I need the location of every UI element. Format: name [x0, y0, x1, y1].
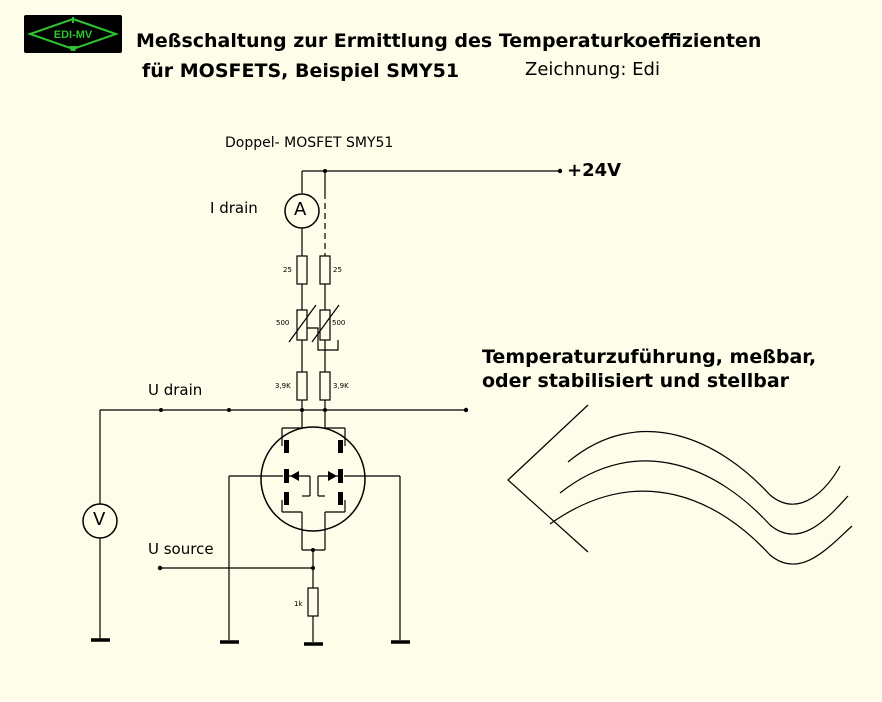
wave-1 [567, 430, 841, 505]
logo-text: EDI-MV [54, 29, 93, 41]
arrow-right [328, 471, 337, 481]
pot-left-label: 500 [276, 319, 290, 327]
logo-graphic: EDI-MV [26, 17, 120, 51]
r1k-label: 1k [294, 600, 303, 608]
component-label: Doppel- MOSFET SMY51 [225, 135, 394, 151]
resistor-25-left [296, 255, 308, 285]
ammeter-label: A [294, 199, 307, 220]
u-drain-label: U drain [148, 381, 203, 399]
heat-waves [507, 404, 853, 565]
drawing-credit: Zeichnung: Edi [525, 59, 660, 80]
page-title: Meßschaltung zur Ermittlung des Temperat… [136, 30, 762, 52]
r25-right-label: 25 [333, 266, 342, 274]
r39k-right-label: 3,9K [333, 382, 349, 390]
r25-left-label: 25 [283, 266, 292, 274]
pot-right-label: 500 [332, 319, 346, 327]
junction-dots [157, 168, 563, 571]
pot-wiper-left [288, 304, 317, 343]
edi-mv-logo: EDI-MV [24, 15, 122, 53]
heat-arrow-head [507, 404, 589, 553]
wave-2 [559, 460, 849, 535]
temperature-note-line1: Temperaturzuführung, meßbar, [482, 346, 817, 368]
pot-wiper-right [311, 304, 340, 343]
pot-link [307, 327, 339, 351]
r39k-left-label: 3,9K [275, 382, 291, 390]
resistor-1k [307, 587, 319, 617]
ground-symbols [91, 638, 410, 646]
wave-3 [549, 490, 853, 565]
i-drain-label: I drain [210, 199, 258, 217]
page-subtitle: für MOSFETS, Beispiel SMY51 [142, 60, 460, 82]
temperature-note-line2: oder stabilisiert und stellbar [482, 370, 790, 392]
resistor-25-right [319, 255, 331, 285]
mosfet-package [260, 426, 366, 532]
arrow-left [290, 471, 299, 481]
resistor-39k-left [296, 371, 308, 401]
mosfet-channels [284, 440, 343, 505]
resistor-39k-right [319, 371, 331, 401]
voltmeter-label: V [93, 509, 106, 530]
supply-voltage-label: +24V [567, 160, 622, 181]
u-source-label: U source [148, 540, 214, 558]
